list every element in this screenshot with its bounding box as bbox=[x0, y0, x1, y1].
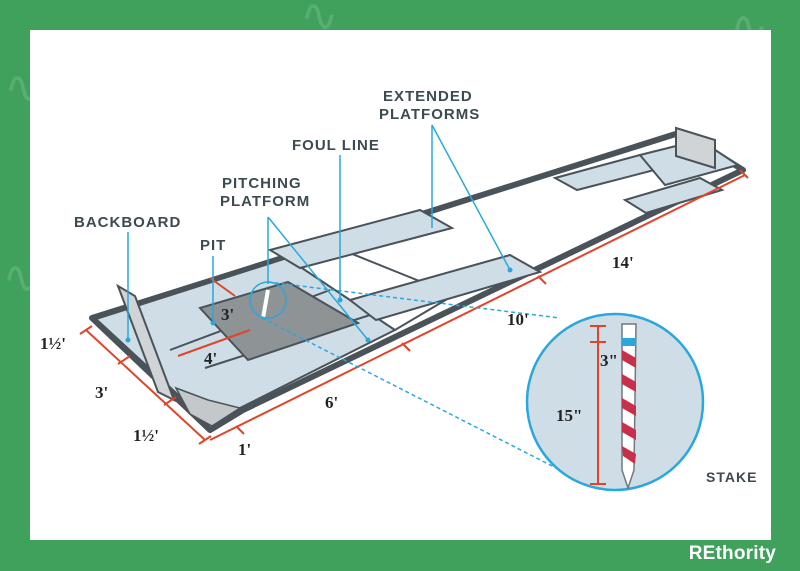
callout-dots bbox=[125, 267, 513, 343]
extended-platform-right bbox=[347, 253, 543, 322]
stake-small bbox=[261, 289, 270, 319]
dim-one-ft: 1' bbox=[238, 440, 251, 459]
label-pit: PIT bbox=[200, 237, 226, 254]
pit-area bbox=[198, 280, 361, 362]
dim-stake-total: 15" bbox=[556, 406, 582, 425]
brand-logo: REthority bbox=[688, 543, 776, 564]
stake-detail bbox=[621, 323, 637, 491]
callout-lines bbox=[127, 124, 511, 341]
label-foul-line: FOUL LINE bbox=[292, 137, 380, 154]
dim-fourteen-ft: 14' bbox=[612, 253, 634, 272]
label-stake: STAKE bbox=[706, 469, 757, 485]
label-backboard: BACKBOARD bbox=[74, 214, 181, 231]
stake-detail-circle bbox=[525, 312, 705, 492]
label-pitching-1: PITCHING bbox=[222, 175, 302, 192]
dim-pit-width: 3' bbox=[221, 305, 234, 324]
label-extended-platforms-1: EXTENDED bbox=[383, 88, 473, 105]
dim-pit-length: 4' bbox=[204, 349, 217, 368]
dim-ten-ft: 10' bbox=[507, 310, 529, 329]
far-platform-right bbox=[622, 176, 725, 215]
zoom-lines bbox=[261, 281, 561, 471]
stake-dimension-lines bbox=[590, 325, 606, 485]
label-pitching-2: PLATFORM bbox=[220, 193, 310, 210]
dim-bottom-left: 1½' bbox=[133, 426, 159, 445]
backboard-panel bbox=[116, 283, 176, 403]
far-backboard bbox=[675, 126, 716, 170]
dim-six-ft: 6' bbox=[325, 393, 338, 412]
extended-platform-left bbox=[267, 208, 455, 270]
dim-left-top: 1½' bbox=[40, 334, 66, 353]
backboard-base bbox=[174, 386, 242, 427]
dim-left-mid: 3' bbox=[95, 383, 108, 402]
label-extended-platforms-2: PLATFORMS bbox=[379, 106, 480, 123]
dim-stake-top: 3" bbox=[600, 351, 618, 370]
dimension-ticks bbox=[79, 169, 749, 445]
